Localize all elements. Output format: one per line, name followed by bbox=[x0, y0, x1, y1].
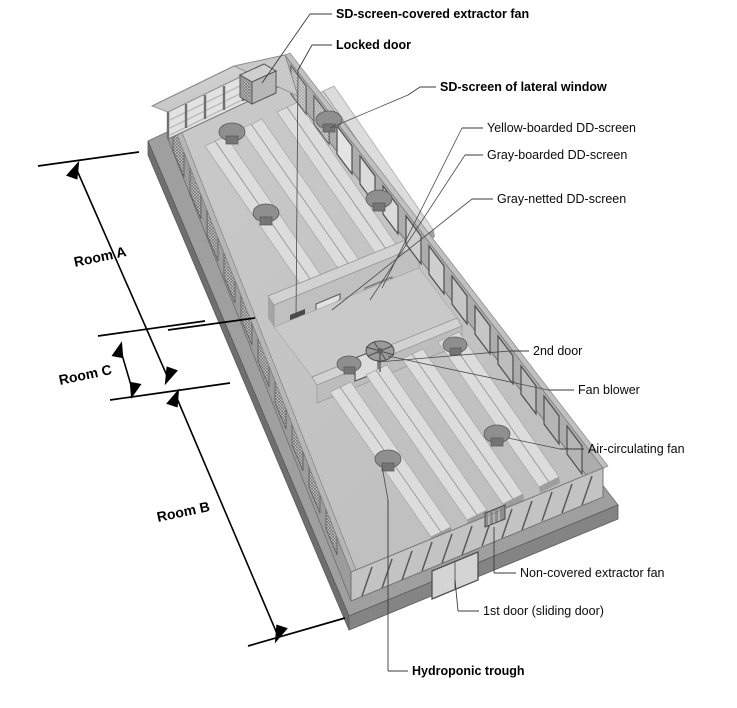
room-label-b: Room B bbox=[155, 498, 211, 525]
label-sd-screen-covered-extractor-fan: SD-screen-covered extractor fan bbox=[336, 7, 529, 21]
sd-screen-covered-extractor-fan bbox=[238, 63, 278, 105]
dimension-lines bbox=[37, 151, 346, 647]
label-1st-door-sliding-door: 1st door (sliding door) bbox=[483, 604, 604, 618]
fan-unit bbox=[218, 122, 246, 145]
fan-unit bbox=[315, 110, 343, 133]
fan-unit bbox=[252, 203, 280, 226]
fan-unit bbox=[483, 424, 511, 447]
label-fan-blower: Fan blower bbox=[578, 383, 640, 397]
leader-lines bbox=[261, 13, 584, 672]
label-locked-door: Locked door bbox=[336, 38, 411, 52]
label-gray-boarded-dd-screen: Gray-boarded DD-screen bbox=[487, 148, 627, 162]
near-end-wall-battens bbox=[361, 475, 593, 597]
fan-unit bbox=[442, 336, 468, 356]
air-circulating-fans bbox=[218, 110, 511, 472]
label-2nd-door: 2nd door bbox=[533, 344, 582, 358]
label-non-covered-extractor-fan: Non-covered extractor fan bbox=[520, 566, 665, 580]
fan-blower bbox=[365, 340, 395, 372]
label-hydroponic-trough: Hydroponic trough bbox=[412, 664, 525, 678]
right-side-wall bbox=[284, 52, 609, 499]
label-sd-screen-of-lateral-window: SD-screen of lateral window bbox=[440, 80, 607, 94]
near-end-wall bbox=[350, 465, 609, 602]
label-gray-netted-dd-screen: Gray-netted DD-screen bbox=[497, 192, 626, 206]
label-yellow-boarded-dd-screen: Yellow-boarded DD-screen bbox=[487, 121, 636, 135]
callout-labels: SD-screen-covered extractor fan Locked d… bbox=[336, 7, 685, 678]
fan-unit bbox=[365, 189, 393, 212]
room-label-c: Room C bbox=[57, 361, 113, 388]
label-air-circulating-fan: Air-circulating fan bbox=[588, 442, 685, 456]
left-side-wall bbox=[167, 109, 357, 602]
fan-unit bbox=[336, 355, 362, 375]
